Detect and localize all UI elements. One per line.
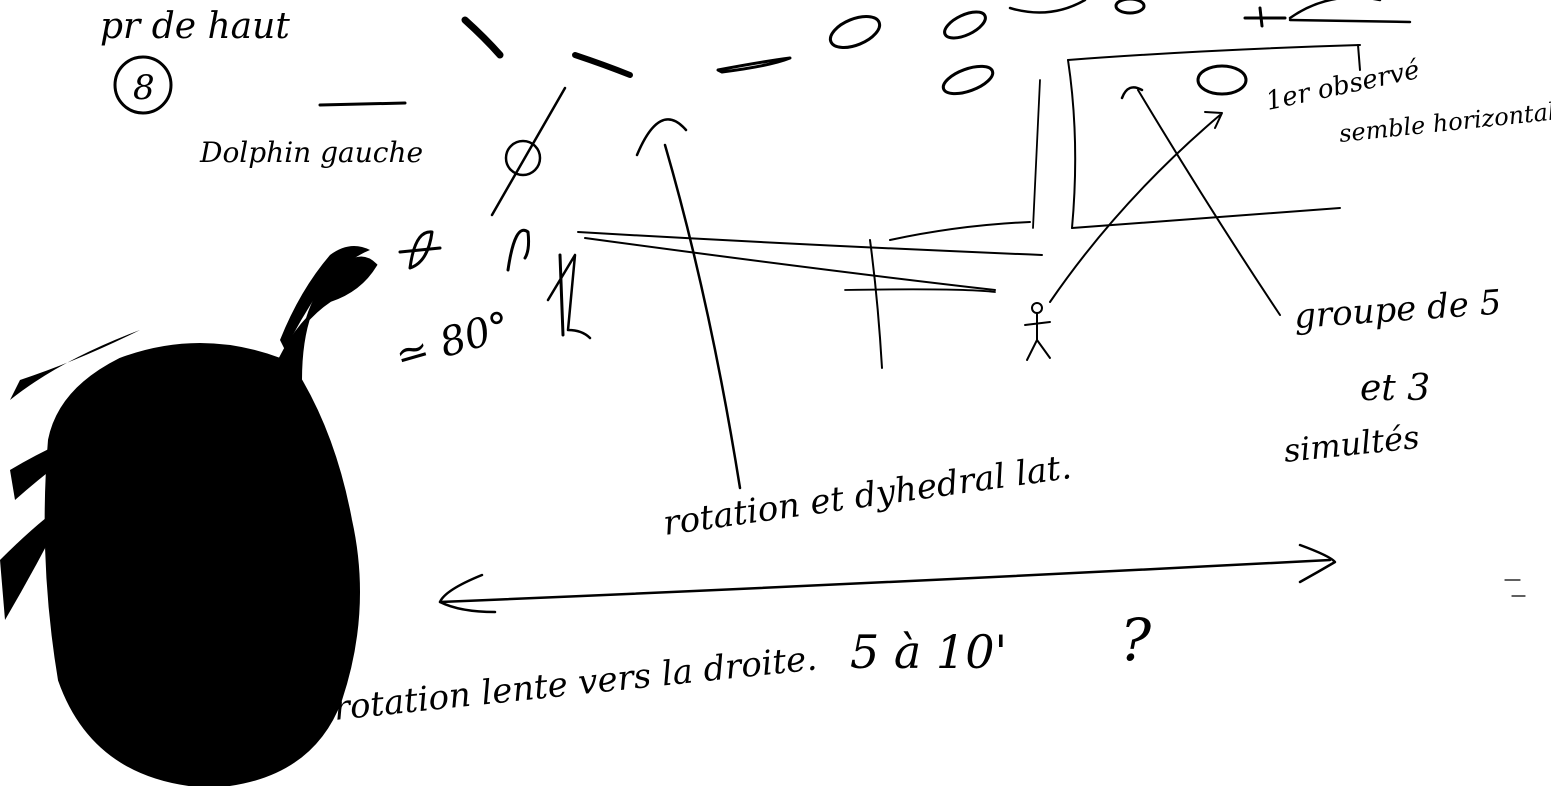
- oval-4: [1114, 0, 1146, 15]
- arrow-right-head: [1298, 543, 1337, 584]
- rotation-arrow: [663, 143, 742, 490]
- plus-v: [1258, 6, 1264, 28]
- oval-1: [828, 15, 882, 49]
- dash-mark: [318, 101, 407, 107]
- slashed-symbols: [398, 86, 567, 272]
- number-text: 8: [133, 68, 155, 108]
- dolphin-label: Dolphin gauche: [199, 136, 423, 169]
- rotation-arrow-head: [635, 118, 688, 157]
- line-upper: [577, 231, 1043, 256]
- tree-glyph: [546, 253, 592, 340]
- perspective-lines: [577, 221, 1043, 369]
- arrow-left-head: [438, 573, 497, 614]
- oval-3: [941, 64, 995, 96]
- box-top: [1067, 44, 1361, 61]
- flat-oval: [716, 56, 792, 74]
- double-arrow: [438, 543, 1337, 614]
- theta-bar: [398, 246, 442, 254]
- group-line-2: et 3: [1360, 368, 1430, 409]
- scribble-blot: [0, 246, 378, 786]
- group-line-1: groupe de 5: [1293, 283, 1503, 337]
- scribble-spike-2: [10, 420, 120, 500]
- vertical-mark: [869, 239, 883, 369]
- tree-trunk: [558, 253, 565, 337]
- stroke-dash-2: [572, 52, 633, 78]
- scribble-highlights: [87, 486, 283, 693]
- scribble-mass: [44, 256, 378, 786]
- box-bottom: [1071, 207, 1341, 229]
- formation-shapes: [461, 0, 1412, 96]
- scribble-spike-3: [0, 500, 70, 620]
- rotation-caption-top: rotation et dyhedral lat.: [661, 447, 1074, 544]
- box-left: [1067, 59, 1077, 229]
- line-right-top: [1288, 18, 1412, 24]
- stray-marks: [1504, 579, 1526, 597]
- angle-label: ≃ 80°: [390, 303, 515, 380]
- observed-label: 1er observé: [1263, 55, 1422, 117]
- circle-slashed: [504, 139, 542, 177]
- observed-label-line2: semble horizontal: [1338, 97, 1551, 148]
- question-hook: [506, 228, 531, 272]
- sight-arrowhead: [1204, 111, 1223, 129]
- box-region: [1032, 44, 1361, 229]
- observer-figure: [1024, 302, 1051, 361]
- slash-line: [490, 86, 567, 217]
- rotation-caption-bottom: rotation lente vers la droite.: [332, 638, 819, 729]
- line-lower: [584, 237, 996, 291]
- box-right-stub: [1357, 44, 1361, 71]
- group-pointer: [1137, 89, 1281, 316]
- sight-arrow: [1049, 114, 1221, 303]
- figure-head: [1031, 302, 1043, 314]
- oval-2: [943, 10, 987, 40]
- figure-body: [1024, 312, 1051, 361]
- top-left-note: pr de haut: [100, 6, 290, 47]
- duration-label: 5 à 10': [850, 625, 1007, 679]
- side-line: [1032, 79, 1041, 229]
- arc-right: [1288, 0, 1382, 20]
- arrow-shaft: [438, 558, 1332, 604]
- group-line-3: simultés: [1282, 418, 1421, 470]
- stroke-dash-1: [461, 16, 504, 59]
- line-short: [844, 288, 996, 293]
- scribble-horn: [280, 246, 370, 350]
- arc-top: [1008, 0, 1087, 14]
- hook-mark: [1120, 86, 1144, 100]
- observed-oval: [1196, 64, 1248, 96]
- circled-number: 8: [113, 55, 173, 115]
- line-mid: [889, 221, 1031, 241]
- tree-branches: [546, 253, 592, 340]
- question-mark: ?: [1120, 606, 1152, 674]
- number-circle: [113, 55, 173, 115]
